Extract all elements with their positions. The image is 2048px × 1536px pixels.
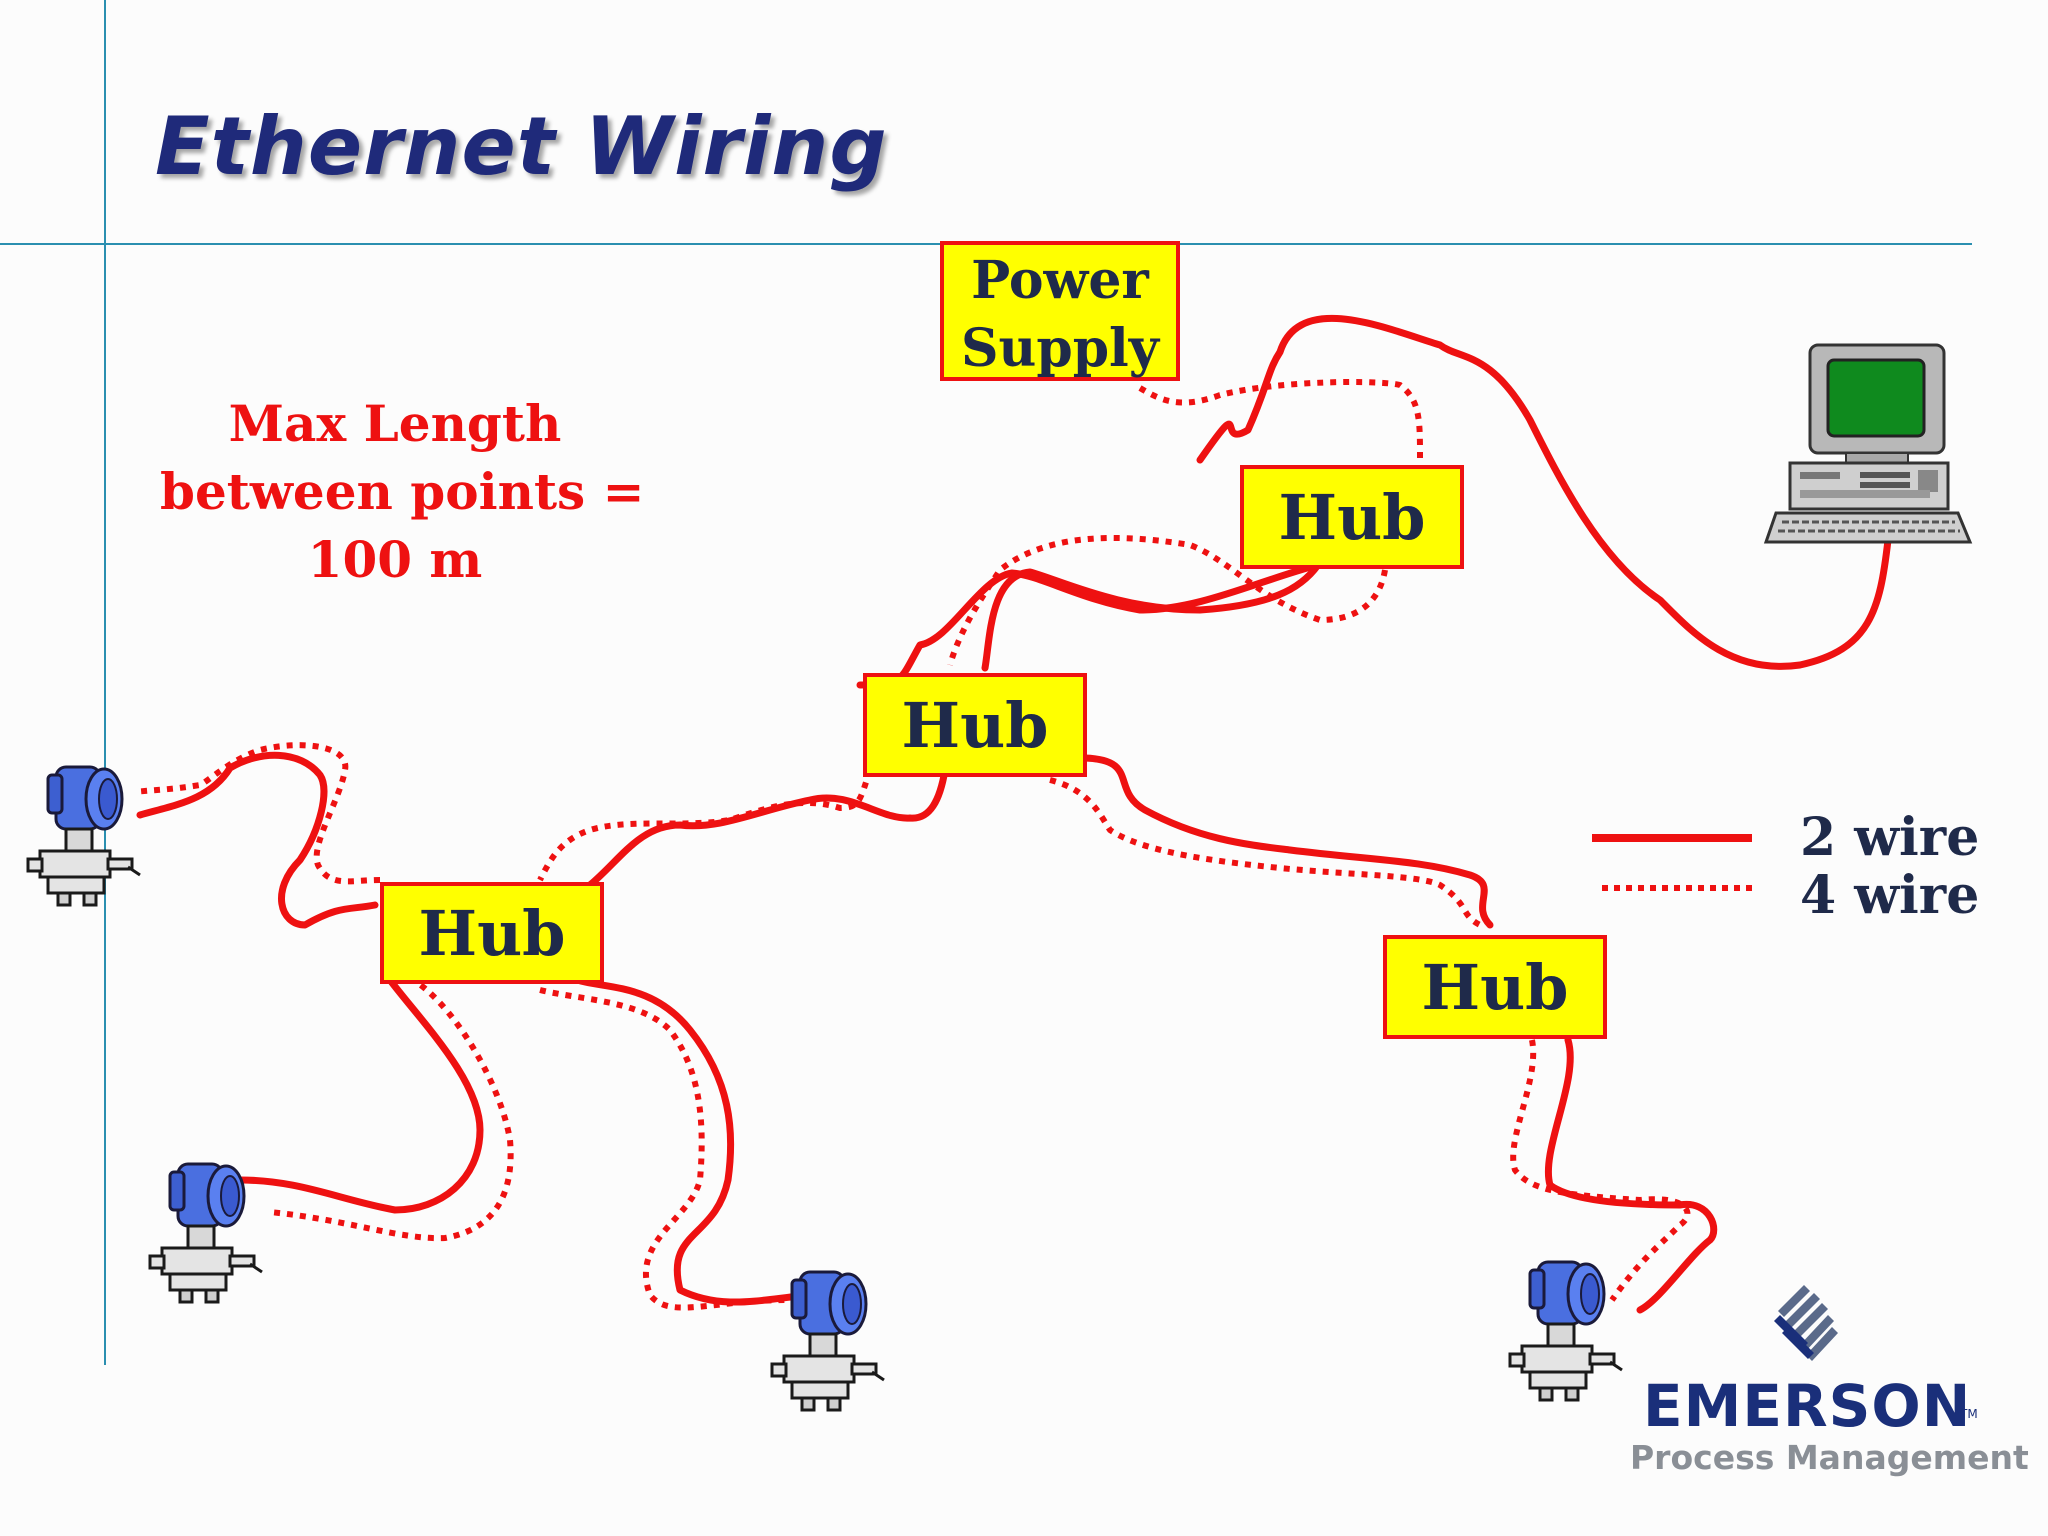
legend-four-wire-label: 4 wire <box>1800 865 1980 926</box>
wire-tophub-midhub-dotted <box>947 534 1388 666</box>
note-line-3: 100 m <box>307 530 483 589</box>
emerson-logo-subtitle: Process Management <box>1630 1438 2029 1477</box>
transmitter-icon <box>148 1162 264 1304</box>
computer-icon <box>1763 343 1973 544</box>
wire-midhub-lefthub-dotted <box>537 769 873 882</box>
wire-lefthub-tx1 <box>136 751 379 929</box>
hub-box-right: Hub <box>1383 935 1607 1039</box>
transmitter-icon <box>1508 1260 1624 1402</box>
accent-vertical-line <box>104 0 106 1365</box>
four-wire-paths <box>134 379 1691 1311</box>
wire-righthub-tx4 <box>1545 1036 1718 1314</box>
power-supply-line-2: Supply <box>960 318 1160 379</box>
power-supply-line-1: Power <box>971 250 1149 311</box>
hub-box-left: Hub <box>380 882 604 984</box>
emerson-logo-name: EMERSON <box>1643 1372 1972 1440</box>
wire-midhub-lefthub <box>586 766 949 889</box>
wire-lefthub-tx3-dotted <box>539 987 791 1311</box>
wire-midhub-up <box>981 561 1322 672</box>
max-length-note: Max Length between points = 100 m <box>160 390 645 594</box>
wire-lefthub-tx2 <box>236 976 484 1214</box>
wire-midhub-righthub <box>1081 754 1494 929</box>
note-line-2: between points = <box>160 462 645 521</box>
transmitter-icon <box>770 1270 886 1412</box>
page-title: Ethernet Wiring <box>155 100 888 193</box>
note-line-1: Max Length <box>228 394 562 453</box>
wire-power-tophub <box>1138 379 1423 459</box>
wire-lefthub-tx1-dotted <box>134 742 381 885</box>
transmitter-icon <box>26 765 142 907</box>
two-wire-paths <box>136 314 1892 1324</box>
wire-righthub-tx4-dotted <box>1510 1039 1691 1302</box>
wire-lefthub-tx3 <box>568 974 854 1324</box>
power-supply-box: Power Supply <box>940 241 1180 381</box>
legend-two-wire-label: 2 wire <box>1800 807 1980 868</box>
wire-pc-hub <box>1196 314 1892 670</box>
emerson-trademark: TM <box>1960 1407 1978 1421</box>
wire-midhub-righthub-dotted <box>1049 777 1482 928</box>
hub-box-top: Hub <box>1240 465 1464 569</box>
emerson-logo-mark <box>1774 1285 1838 1361</box>
hub-box-middle: Hub <box>863 673 1087 777</box>
wire-lefthub-tx2-dotted <box>269 975 514 1242</box>
